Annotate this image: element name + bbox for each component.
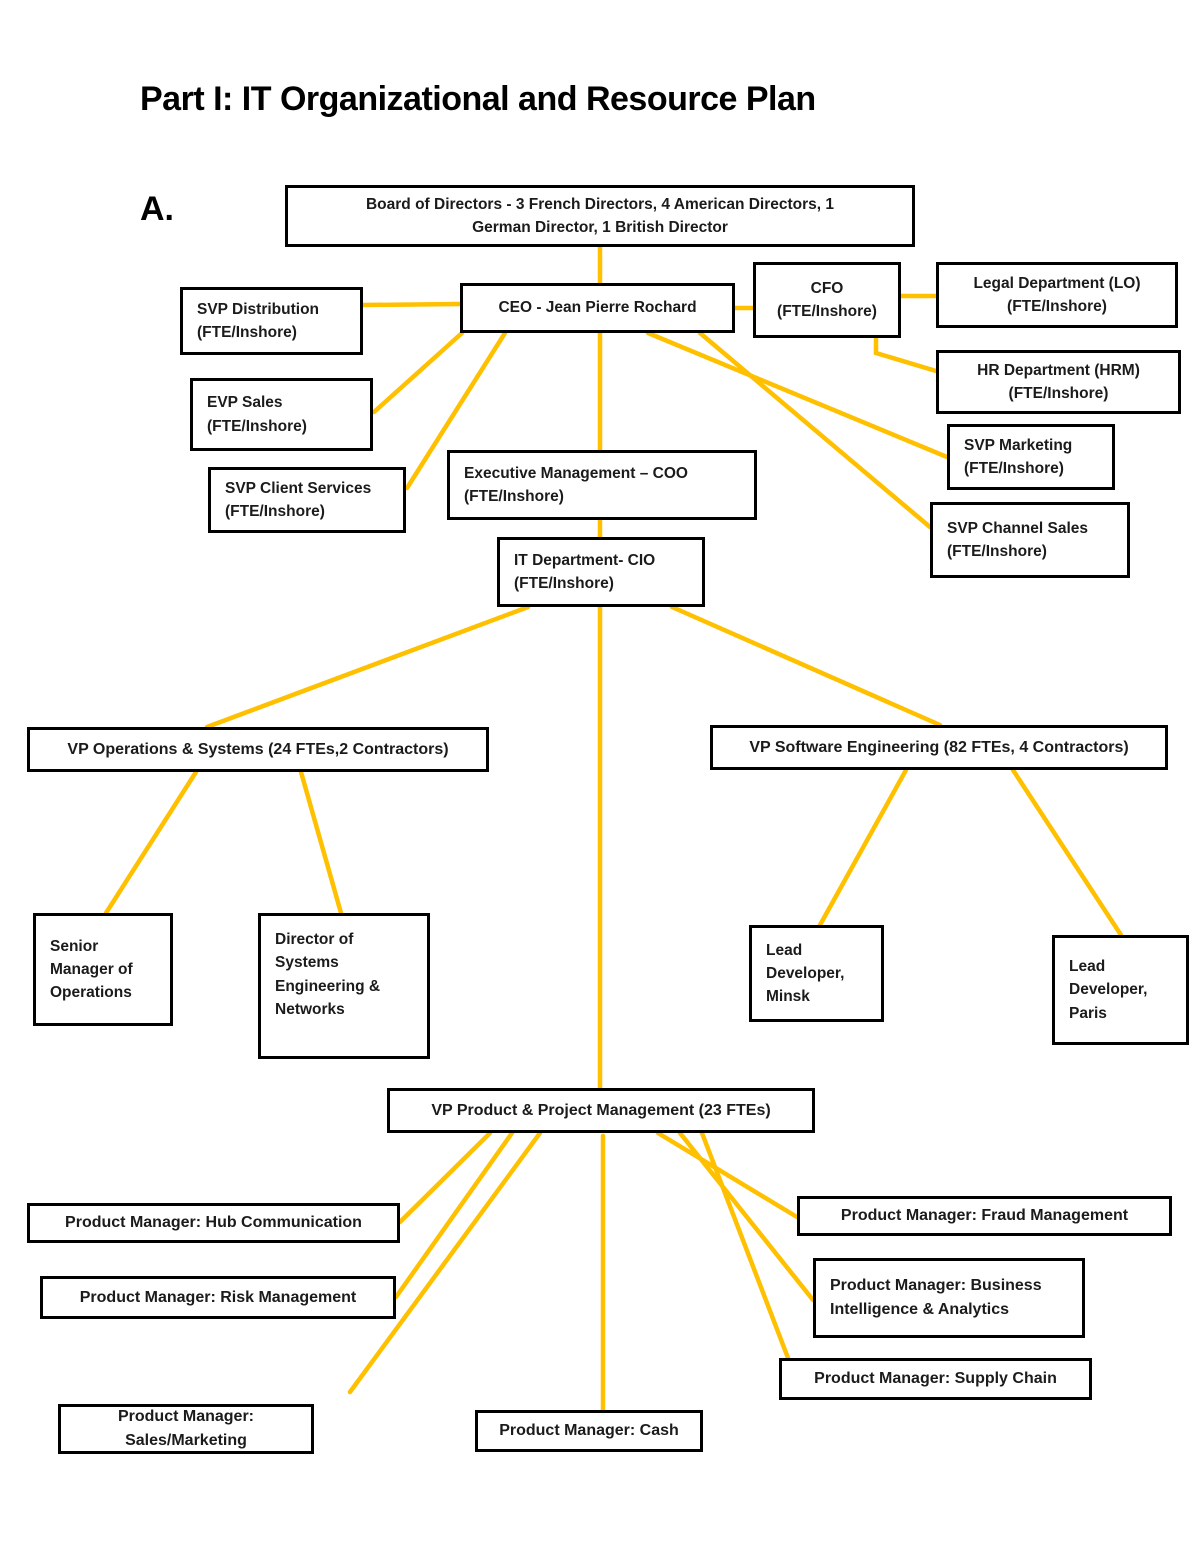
node-pm-supply-chain: Product Manager: Supply Chain bbox=[779, 1358, 1092, 1400]
page-title: Part I: IT Organizational and Resource P… bbox=[140, 80, 816, 118]
node-legal-department: Legal Department (LO) (FTE/Inshore) bbox=[936, 262, 1178, 328]
connector-vpsweng-paris bbox=[1010, 767, 1124, 938]
connector-cio-vpops bbox=[204, 604, 531, 730]
node-svp-client-services: SVP Client Services (FTE/Inshore) bbox=[208, 467, 406, 533]
connector-vpppm-hub bbox=[397, 1130, 493, 1225]
node-pm-cash: Product Manager: Cash bbox=[475, 1410, 703, 1452]
connector-ceo-evpsales bbox=[371, 330, 465, 415]
node-pm-risk-management: Product Manager: Risk Management bbox=[40, 1276, 396, 1319]
node-svp-distribution: SVP Distribution (FTE/Inshore) bbox=[180, 287, 363, 355]
node-coo: Executive Management – COO (FTE/Inshore) bbox=[447, 450, 757, 520]
node-svp-marketing: SVP Marketing (FTE/Inshore) bbox=[947, 424, 1115, 490]
node-lead-developer-minsk: Lead Developer, Minsk bbox=[749, 925, 884, 1022]
node-pm-sales-marketing: Product Manager: Sales/Marketing bbox=[58, 1404, 314, 1454]
connector-ceo-svpchannel bbox=[697, 330, 933, 530]
connector-vpppm-sales bbox=[347, 1130, 543, 1395]
node-vp-software-engineering: VP Software Engineering (82 FTEs, 4 Cont… bbox=[710, 725, 1168, 770]
node-director-systems-engineering: Director of Systems Engineering & Networ… bbox=[258, 913, 430, 1059]
connector-cio-vpsweng bbox=[669, 604, 943, 728]
connector-vpops-srmgr bbox=[103, 769, 199, 916]
node-cio: IT Department- CIO (FTE/Inshore) bbox=[497, 537, 705, 607]
connector-vpsweng-minsk bbox=[817, 767, 909, 928]
node-svp-channel-sales: SVP Channel Sales (FTE/Inshore) bbox=[930, 502, 1130, 578]
node-hr-department: HR Department (HRM) (FTE/Inshore) bbox=[936, 350, 1181, 414]
node-lead-developer-paris: Lead Developer, Paris bbox=[1052, 935, 1189, 1045]
connector-vpppm-fraud bbox=[655, 1130, 800, 1220]
node-pm-business-intelligence: Product Manager: Business Intelligence &… bbox=[813, 1258, 1085, 1338]
connector-svpdistribution-ceo bbox=[360, 301, 463, 308]
section-label-a: A. bbox=[140, 190, 174, 228]
node-cfo: CFO (FTE/Inshore) bbox=[753, 262, 901, 338]
connector-vpppm-supply bbox=[699, 1130, 791, 1361]
node-vp-operations-systems: VP Operations & Systems (24 FTEs,2 Contr… bbox=[27, 727, 489, 772]
node-pm-fraud-management: Product Manager: Fraud Management bbox=[797, 1196, 1172, 1236]
connector-cfo-hr bbox=[873, 335, 939, 374]
connector-vpppm-risk bbox=[393, 1130, 515, 1300]
node-ceo: CEO - Jean Pierre Rochard bbox=[460, 283, 735, 333]
node-pm-hub-communication: Product Manager: Hub Communication bbox=[27, 1203, 400, 1243]
node-evp-sales: EVP Sales (FTE/Inshore) bbox=[190, 378, 373, 451]
node-board-of-directors: Board of Directors - 3 French Directors,… bbox=[285, 185, 915, 247]
node-senior-manager-operations: Senior Manager of Operations bbox=[33, 913, 173, 1026]
connector-vpops-dirsys bbox=[298, 769, 344, 916]
connector-ceo-svpmarketing bbox=[645, 330, 950, 460]
connector-vpppm-bi bbox=[677, 1130, 816, 1303]
node-vp-product-project-management: VP Product & Project Management (23 FTEs… bbox=[387, 1088, 815, 1133]
connector-ceo-svpclient bbox=[404, 330, 508, 491]
